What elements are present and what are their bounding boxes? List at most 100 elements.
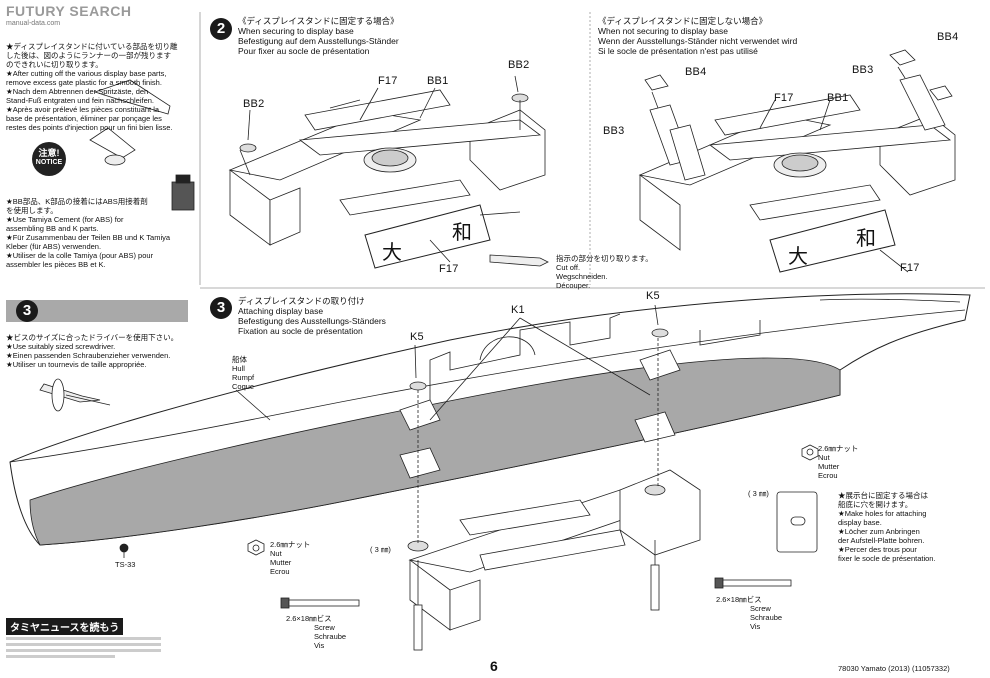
heading-line: 《ディスプレイスタンドに固定する場合》 [238, 16, 399, 26]
label-bb1: BB1 [827, 92, 849, 104]
label-f17: F17 [378, 75, 398, 87]
screwdriver-drawing [39, 378, 111, 412]
hull-line: Coque [232, 382, 255, 391]
holes-line: fixer le socle de présentation. [838, 554, 936, 563]
step-2b-heading: 《ディスプレイスタンドに固定しない場合》 When not securing t… [598, 16, 797, 56]
intro-line: remove excess gate plastic for a smooth … [6, 78, 162, 87]
cut-line: Wegschneiden. [556, 272, 608, 281]
tamiya-news-title: タミヤニュースを読もう [6, 618, 124, 635]
tamiya-news-text [6, 634, 161, 664]
screw-label-left: 2.6×18㎜ビス Screw Schraube Vis [286, 614, 346, 650]
intro-line: ★ディスプレイスタンドに付いている部品を切り離 [6, 42, 178, 51]
screw-part-line: Schraube [314, 632, 347, 641]
screw-part-line: Screw [314, 623, 335, 632]
label-f17: F17 [900, 262, 920, 274]
holes-line: display base. [838, 518, 882, 527]
screw-part-line: Schraube [750, 613, 783, 622]
cement-line: Kleber (für ABS) verwenden. [6, 242, 102, 251]
nut-line: Ecrou [270, 567, 290, 576]
heading-line: Si le socle de présentation n'est pas ut… [598, 46, 758, 56]
cement-line: assembling BB and K parts. [6, 224, 99, 233]
cement-line: ★Use Tamiya Cement (for ABS) for [6, 215, 124, 224]
screw-label-right: 2.6×18㎜ビス Screw Schraube Vis [716, 595, 782, 631]
intro-line: restes des points d'injection pour un fi… [6, 123, 173, 132]
screw-step-header: 3 [6, 300, 188, 322]
cement-line: を使用します。 [6, 206, 58, 215]
intro-line: Stand-Fuß entgraten und fein nachschleif… [6, 96, 155, 105]
holes-line: ★Make holes for attaching [838, 509, 927, 518]
heading-line: When not securing to display base [598, 26, 728, 36]
screw-part-line: Vis [750, 622, 761, 631]
heading-line: Attaching display base [238, 306, 324, 316]
product-code: 78030 Yamato (2013) (11057332) [838, 664, 950, 673]
step-2-badge: 2 [210, 18, 232, 40]
label-k1: K1 [511, 304, 525, 316]
label-bb3: BB3 [852, 64, 874, 76]
heading-line: Befestigung auf dem Ausstellungs-Ständer [238, 36, 399, 46]
hull-line: 船体 [232, 355, 247, 364]
cut-line: 指示の部分を切り取ります。 [556, 254, 653, 263]
heading-line: Wenn der Ausstellungs-Ständer nicht verw… [598, 36, 798, 46]
step-number-badge: 3 [16, 300, 38, 322]
cement-line: ★Für Zusammenbau der Teilen BB und K Tam… [6, 233, 171, 242]
heading-line: When securing to display base [238, 26, 354, 36]
label-bb2: BB2 [508, 59, 530, 71]
label-3mm: ( 3 ㎜) [748, 489, 769, 498]
intro-line: した後は、図のようにランナーの一部が残ります [6, 51, 171, 60]
nut-label-right: 2.6㎜ナット Nut Mutter Ecrou [818, 444, 858, 480]
holes-line: der Aufstell-Platte bohren. [838, 536, 925, 545]
hull-label: 船体 Hull Rumpf Coque [232, 355, 254, 391]
label-bb4: BB4 [937, 31, 959, 43]
cement-note: ★BB部品、K部品の接着にはABS用接着剤 を使用します。 ★Use Tamiy… [6, 197, 170, 269]
intro-line: ★Nach dem Abtrennen der Spritzäste, den [6, 87, 149, 96]
cement-line: assembler les pièces BB et K. [6, 260, 106, 269]
watermark-brand: FUTURY SEARCH [6, 3, 132, 19]
label-bb3: BB3 [603, 125, 625, 137]
holes-note: ★展示台に固定する場合は 船底に穴を開けます。 ★Make holes for … [838, 491, 936, 563]
screw-part-line: 2.6×18㎜ビス [286, 614, 332, 623]
holes-line: ★展示台に固定する場合は [838, 491, 928, 500]
plate-kanji: 大 [788, 244, 808, 268]
screw-line: ★Use suitably sized screwdriver. [6, 342, 116, 351]
cut-line: Cut off. [556, 263, 581, 272]
notice-badge: 注意! NOTICE [32, 142, 66, 176]
step-2a-heading: 《ディスプレイスタンドに固定する場合》 When securing to dis… [238, 16, 399, 56]
heading-line: Befestigung des Ausstellungs-Ständers [238, 316, 386, 326]
hull-drawing [9, 293, 971, 546]
label-bb1: BB1 [427, 75, 449, 87]
intro-note: ★ディスプレイスタンドに付いている部品を切り離 した後は、図のようにランナーの一… [6, 42, 178, 132]
screwdriver-note: ★ビスのサイズに合ったドライバーを使用下さい。 ★Use suitably si… [6, 333, 178, 369]
intro-line: base de présentation, éliminer par ponça… [6, 114, 162, 123]
holes-line: ★Percer des trous pour [838, 545, 917, 554]
label-ts33: TS-33 [115, 560, 136, 569]
screw-line: ★Utiliser un tournevis de taille appropr… [6, 360, 147, 369]
label-f17: F17 [439, 263, 459, 275]
nut-line: Mutter [270, 558, 292, 567]
holes-line: 船底に穴を開けます。 [838, 500, 913, 509]
heading-line: ディスプレイスタンドの取り付け [238, 296, 365, 306]
cut-line: Découper. [556, 281, 591, 290]
intro-line: のできれいに切り取ります。 [6, 60, 103, 69]
screw-part-line: Vis [314, 641, 325, 650]
nut-line: Mutter [818, 462, 840, 471]
intro-line: ★After cutting off the various display b… [6, 69, 167, 78]
watermark-url: manual-data.com [6, 20, 61, 27]
label-bb4: BB4 [685, 66, 707, 78]
label-3mm: ( 3 ㎜) [370, 545, 391, 554]
label-k5: K5 [410, 331, 424, 343]
display-stand-2b [638, 49, 956, 273]
step-3-badge: 3 [210, 297, 232, 319]
nut-label-left: 2.6㎜ナット Nut Mutter Ecrou [270, 540, 310, 576]
cut-off-note: 指示の部分を切り取ります。 Cut off. Wegschneiden. Déc… [556, 254, 653, 290]
notice-en: NOTICE [35, 159, 63, 166]
page-number: 6 [490, 658, 498, 674]
plate-kanji: 大 [382, 240, 402, 264]
heading-line: 《ディスプレイスタンドに固定しない場合》 [598, 16, 768, 26]
label-bb2: BB2 [243, 98, 265, 110]
nut-line: Ecrou [818, 471, 838, 480]
screw-part-line: 2.6×18㎜ビス [716, 595, 762, 604]
intro-line: ★Après avoir prélevé les pièces constitu… [6, 105, 160, 114]
screw-line: ★ビスのサイズに合ったドライバーを使用下さい。 [6, 333, 179, 342]
cement-line: ★BB部品、K部品の接着にはABS用接着剤 [6, 197, 148, 206]
